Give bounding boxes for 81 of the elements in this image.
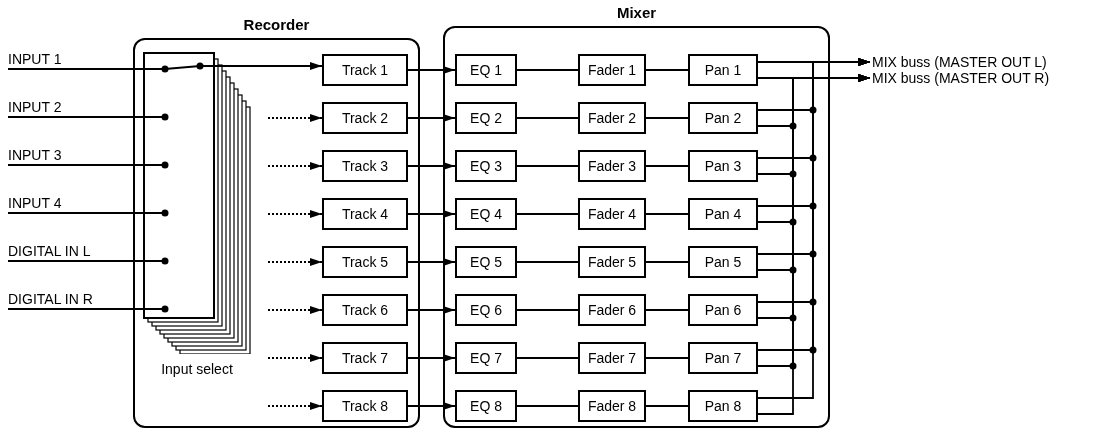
process-box: EQ 6 <box>455 294 517 326</box>
process-box: EQ 3 <box>455 150 517 182</box>
process-box: EQ 4 <box>455 198 517 230</box>
process-box: Pan 7 <box>688 342 758 374</box>
signal-label: DIGITAL IN R <box>8 290 158 307</box>
process-box: EQ 5 <box>455 246 517 278</box>
process-box: Track 2 <box>322 102 408 134</box>
process-box: Track 7 <box>322 342 408 374</box>
connector-line <box>645 405 689 407</box>
process-box: EQ 7 <box>455 342 517 374</box>
process-box: Pan 2 <box>688 102 758 134</box>
process-box: Track 5 <box>322 246 408 278</box>
node-label: Input select <box>161 360 233 378</box>
connector-line <box>645 165 689 167</box>
arrow <box>407 114 456 122</box>
arrow <box>267 402 323 410</box>
connector-line <box>645 309 689 311</box>
connector-line <box>516 69 579 71</box>
arrow <box>407 210 456 218</box>
connector-line <box>645 69 689 71</box>
arrow <box>407 258 456 266</box>
process-box: Track 8 <box>322 390 408 422</box>
group-title: Mixer <box>616 4 657 22</box>
connector-line <box>7 260 144 262</box>
process-box: Pan 6 <box>688 294 758 326</box>
connector-line <box>645 213 689 215</box>
process-box: Pan 4 <box>688 198 758 230</box>
connector-line <box>7 68 144 70</box>
connector-line <box>516 261 579 263</box>
arrow <box>213 62 323 70</box>
signal-label: INPUT 2 <box>8 98 158 115</box>
process-box: EQ 2 <box>455 102 517 134</box>
process-box: Fader 2 <box>578 102 646 134</box>
arrow <box>267 210 323 218</box>
connector-line <box>645 117 689 119</box>
process-box: Fader 1 <box>578 54 646 86</box>
process-box: Fader 4 <box>578 198 646 230</box>
connector-line <box>516 165 579 167</box>
process-box: Fader 7 <box>578 342 646 374</box>
connector-line <box>516 405 579 407</box>
arrow <box>407 354 456 362</box>
connector-line <box>645 261 689 263</box>
signal-label: INPUT 4 <box>8 194 158 211</box>
connector-line <box>7 212 144 214</box>
process-box: Track 3 <box>322 150 408 182</box>
connector-line <box>645 357 689 359</box>
arrow <box>407 402 456 410</box>
connector-line <box>7 308 144 310</box>
process-box: EQ 1 <box>455 54 517 86</box>
process-box: Track 4 <box>322 198 408 230</box>
signal-label: INPUT 3 <box>8 146 158 163</box>
signal-label: MIX buss (MASTER OUT L) <box>872 53 1092 71</box>
connector-line <box>7 164 144 166</box>
arrow <box>407 66 456 74</box>
process-box: Fader 8 <box>578 390 646 422</box>
connector-line <box>516 309 579 311</box>
arrow <box>407 162 456 170</box>
signal-label: INPUT 1 <box>8 50 158 67</box>
signal-label: MIX buss (MASTER OUT R) <box>872 69 1092 87</box>
process-box: Pan 3 <box>688 150 758 182</box>
arrow <box>267 258 323 266</box>
process-box: Pan 8 <box>688 390 758 422</box>
arrow <box>267 354 323 362</box>
group-title: Recorder <box>243 16 310 34</box>
arrow <box>407 306 456 314</box>
process-box: Pan 5 <box>688 246 758 278</box>
connector-line <box>516 213 579 215</box>
signal-label: DIGITAL IN L <box>8 242 158 259</box>
arrow <box>267 306 323 314</box>
arrow <box>267 162 323 170</box>
process-box: Fader 5 <box>578 246 646 278</box>
process-box: Fader 3 <box>578 150 646 182</box>
process-box: Track 6 <box>322 294 408 326</box>
connector-line <box>516 117 579 119</box>
arrow <box>267 114 323 122</box>
connector-line <box>516 357 579 359</box>
process-box: EQ 8 <box>455 390 517 422</box>
connector-line <box>7 116 144 118</box>
process-box: Track 1 <box>322 54 408 86</box>
process-box: Fader 6 <box>578 294 646 326</box>
process-box: Pan 1 <box>688 54 758 86</box>
